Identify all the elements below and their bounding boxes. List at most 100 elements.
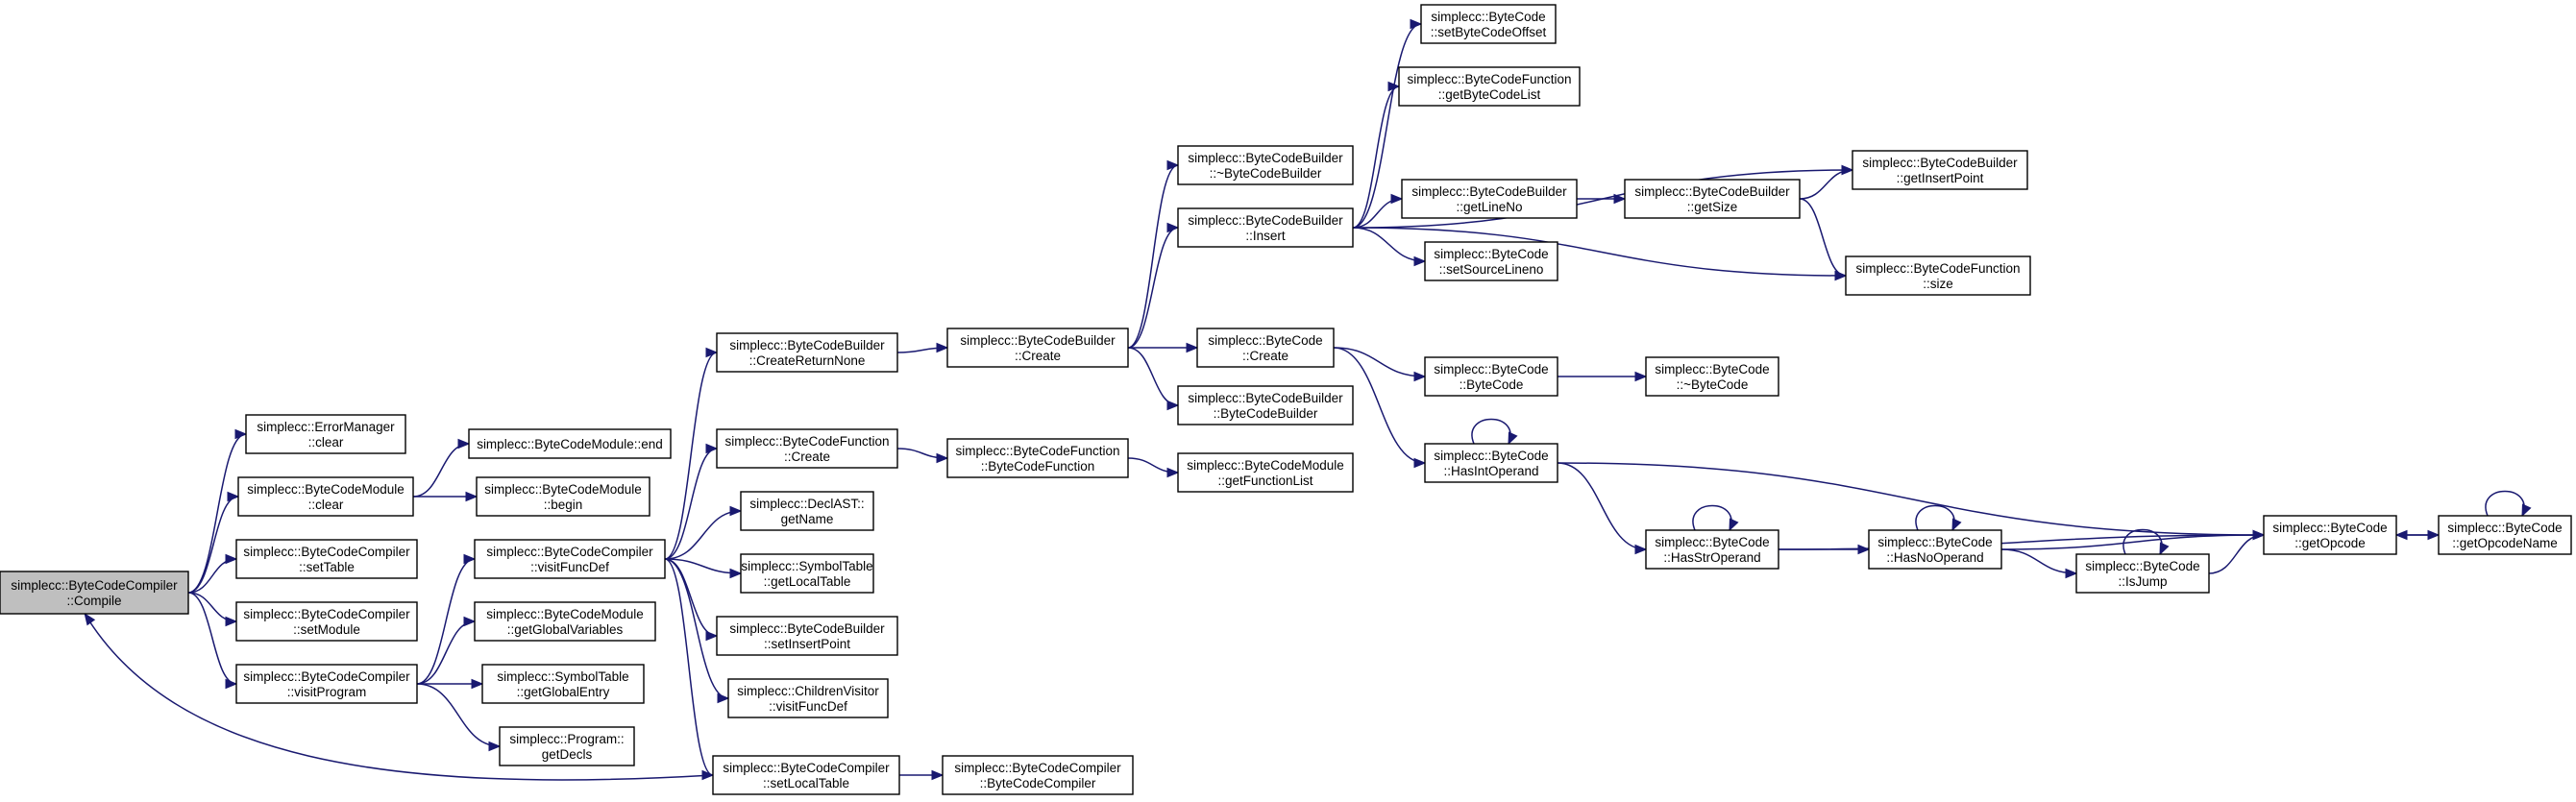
node-bcc_setmodule[interactable]: simplecc::ByteCodeCompiler::setModule bbox=[235, 601, 418, 642]
edge-arrowhead bbox=[2521, 503, 2532, 518]
node-label: ::Create bbox=[1242, 349, 1288, 363]
edge-getlineno-to-getsize bbox=[1576, 193, 1627, 205]
node-getopcode[interactable]: simplecc::ByteCode::getOpcode bbox=[2263, 515, 2397, 555]
edge-line bbox=[187, 592, 237, 622]
node-visitfuncdef[interactable]: simplecc::ByteCodeCompiler::visitFuncDef bbox=[474, 539, 666, 579]
edge-arrowhead bbox=[463, 616, 477, 627]
node-bcb_dtor[interactable]: simplecc::ByteCodeBuilder::~ByteCodeBuil… bbox=[1177, 145, 1354, 185]
node-getglobalvars[interactable]: simplecc::ByteCodeModule::getGlobalVaria… bbox=[474, 601, 656, 642]
node-label: simplecc::ByteCode bbox=[1434, 247, 1548, 261]
node-bcf_create[interactable]: simplecc::ByteCodeFunction::Create bbox=[716, 428, 898, 469]
edge-arrowhead bbox=[84, 612, 96, 626]
node-bcb_insert[interactable]: simplecc::ByteCodeBuilder::Insert bbox=[1177, 207, 1354, 248]
node-box bbox=[1177, 452, 1354, 493]
node-label: ::CreateReturnNone bbox=[749, 353, 866, 368]
edge-line bbox=[412, 443, 470, 498]
node-getfunctionlist[interactable]: simplecc::ByteCodeModule::getFunctionLis… bbox=[1177, 452, 1354, 493]
node-bc_create[interactable]: simplecc::ByteCode::Create bbox=[1196, 328, 1335, 368]
node-label: ::getGlobalEntry bbox=[517, 685, 610, 699]
node-bc_dtor[interactable]: simplecc::ByteCode::~ByteCode bbox=[1645, 356, 1779, 397]
node-compile[interactable]: simplecc::ByteCodeCompiler::Compile bbox=[0, 571, 189, 615]
node-label: simplecc::ByteCodeBuilder bbox=[729, 621, 885, 636]
edge-line bbox=[416, 683, 501, 747]
edge-line bbox=[1778, 534, 2265, 550]
edge-arrowhead bbox=[2065, 568, 2078, 579]
node-label: getDecls bbox=[542, 747, 593, 762]
node-isjump[interactable]: simplecc::ByteCode::IsJump bbox=[2075, 553, 2210, 594]
node-label: ::~ByteCode bbox=[1677, 377, 1749, 392]
node-getbytecodelist[interactable]: simplecc::ByteCodeFunction::getByteCodeL… bbox=[1398, 66, 1581, 107]
node-bcf_size[interactable]: simplecc::ByteCodeFunction::size bbox=[1845, 255, 2031, 296]
node-visitprogram[interactable]: simplecc::ByteCodeCompiler::visitProgram bbox=[235, 664, 418, 704]
edge-visitprogram-to-visitfuncdef bbox=[416, 553, 477, 685]
edge-bcb_create-to-bcb_dtor bbox=[1127, 159, 1180, 349]
node-box bbox=[481, 664, 645, 704]
edge-arrowhead bbox=[2394, 529, 2408, 541]
node-hasnooperand[interactable]: simplecc::ByteCode::HasNoOperand bbox=[1868, 529, 2002, 570]
node-getopcodename[interactable]: simplecc::ByteCode::getOpcodeName bbox=[2438, 515, 2572, 555]
edge-line bbox=[1352, 227, 1426, 262]
node-bcb_ctor[interactable]: simplecc::ByteCodeBuilder::ByteCodeBuild… bbox=[1177, 385, 1354, 425]
node-label: simplecc::ChildrenVisitor bbox=[737, 684, 879, 698]
edge-arrowhead bbox=[931, 769, 945, 781]
node-bcc_ctor[interactable]: simplecc::ByteCodeCompiler::ByteCodeComp… bbox=[942, 755, 1134, 795]
node-label: simplecc::ByteCodeBuilder bbox=[1634, 184, 1790, 199]
node-bcf_ctor[interactable]: simplecc::ByteCodeFunction::ByteCodeFunc… bbox=[946, 438, 1129, 478]
edge-arrowhead bbox=[1729, 518, 1739, 532]
node-box bbox=[716, 332, 898, 373]
edge-hasnooperand-to-getopcode bbox=[2000, 529, 2266, 550]
node-getdecls[interactable]: simplecc::Program::getDecls bbox=[499, 726, 635, 766]
edge-arrowhead bbox=[465, 491, 478, 502]
node-getinsertpoint[interactable]: simplecc::ByteCodeBuilder::getInsertPoin… bbox=[1852, 150, 2028, 190]
edge-bcb_insert-to-setbytecodeoffset bbox=[1352, 18, 1423, 229]
node-box bbox=[716, 428, 898, 469]
node-box bbox=[235, 601, 418, 642]
node-box bbox=[1424, 443, 1558, 483]
node-label: simplecc::ByteCodeFunction bbox=[955, 444, 1119, 458]
node-bcc_settable[interactable]: simplecc::ByteCodeCompiler::setTable bbox=[235, 539, 418, 579]
node-getlocaltable[interactable]: simplecc::SymbolTable::getLocalTable bbox=[740, 553, 874, 594]
node-label: simplecc::ByteCodeModule bbox=[247, 482, 405, 497]
edge-visitfuncdef-to-cv_visitfuncdef bbox=[664, 558, 730, 704]
node-label: simplecc::ByteCodeCompiler bbox=[243, 607, 410, 621]
node-getglobalentry[interactable]: simplecc::SymbolTable::getGlobalEntry bbox=[481, 664, 645, 704]
edge-arrowhead bbox=[1413, 457, 1427, 469]
node-bcm_clear[interactable]: simplecc::ByteCodeModule::clear bbox=[237, 476, 414, 517]
node-bcm_begin[interactable]: simplecc::ByteCodeModule::begin bbox=[476, 476, 650, 517]
node-setinsertpoint[interactable]: simplecc::ByteCodeBuilder::setInsertPoin… bbox=[716, 616, 898, 656]
node-box bbox=[1177, 145, 1354, 185]
node-hasintoperand[interactable]: simplecc::ByteCode::HasIntOperand bbox=[1424, 443, 1558, 483]
edge-arrowhead bbox=[2159, 542, 2170, 556]
node-box bbox=[1868, 529, 2002, 570]
node-declast_getname[interactable]: simplecc::DeclAST::getName bbox=[740, 491, 874, 531]
node-label: ::getLocalTable bbox=[764, 574, 851, 589]
node-bc_ctor[interactable]: simplecc::ByteCode::ByteCode bbox=[1424, 356, 1558, 397]
edge-line bbox=[2000, 534, 2265, 550]
edge-line bbox=[664, 510, 742, 560]
node-label: simplecc::ByteCode bbox=[2447, 521, 2562, 535]
node-label: simplecc::ByteCodeFunction bbox=[1855, 261, 2020, 276]
node-getsize[interactable]: simplecc::ByteCodeBuilder::getSize bbox=[1624, 179, 1801, 219]
call-edges bbox=[84, 18, 2532, 781]
node-setlocaltable[interactable]: simplecc::ByteCodeCompiler::setLocalTabl… bbox=[712, 755, 900, 795]
node-em_clear[interactable]: simplecc::ErrorManager::clear bbox=[245, 414, 406, 454]
node-bcb_create[interactable]: simplecc::ByteCodeBuilder::Create bbox=[946, 328, 1129, 368]
node-label: simplecc::ByteCode bbox=[1434, 362, 1548, 377]
node-createreturnnone[interactable]: simplecc::ByteCodeBuilder::CreateReturnN… bbox=[716, 332, 898, 373]
node-getlineno[interactable]: simplecc::ByteCodeBuilder::getLineNo bbox=[1401, 179, 1578, 219]
node-bcm_end[interactable]: simplecc::ByteCodeModule::end bbox=[468, 428, 672, 459]
edge-arrowhead bbox=[1634, 544, 1648, 555]
edge-bcm_clear-to-bcm_end bbox=[412, 438, 471, 498]
node-setbytecodeoffset[interactable]: simplecc::ByteCode::setByteCodeOffset bbox=[1420, 4, 1557, 44]
node-label: ::getGlobalVariables bbox=[507, 622, 624, 637]
node-hasstroperand[interactable]: simplecc::ByteCode::HasStrOperand bbox=[1645, 529, 1779, 570]
edge-line bbox=[1127, 347, 1179, 406]
node-setsourcelineno[interactable]: simplecc::ByteCode::setSourceLineno bbox=[1424, 241, 1558, 281]
edge-arrowhead bbox=[1166, 222, 1180, 233]
node-label: ::Insert bbox=[1245, 229, 1286, 243]
node-label: simplecc::ByteCode bbox=[2272, 521, 2387, 535]
node-cv_visitfuncdef[interactable]: simplecc::ChildrenVisitor::visitFuncDef bbox=[727, 678, 889, 718]
edge-arrowhead bbox=[488, 741, 502, 752]
node-box bbox=[1852, 150, 2028, 190]
